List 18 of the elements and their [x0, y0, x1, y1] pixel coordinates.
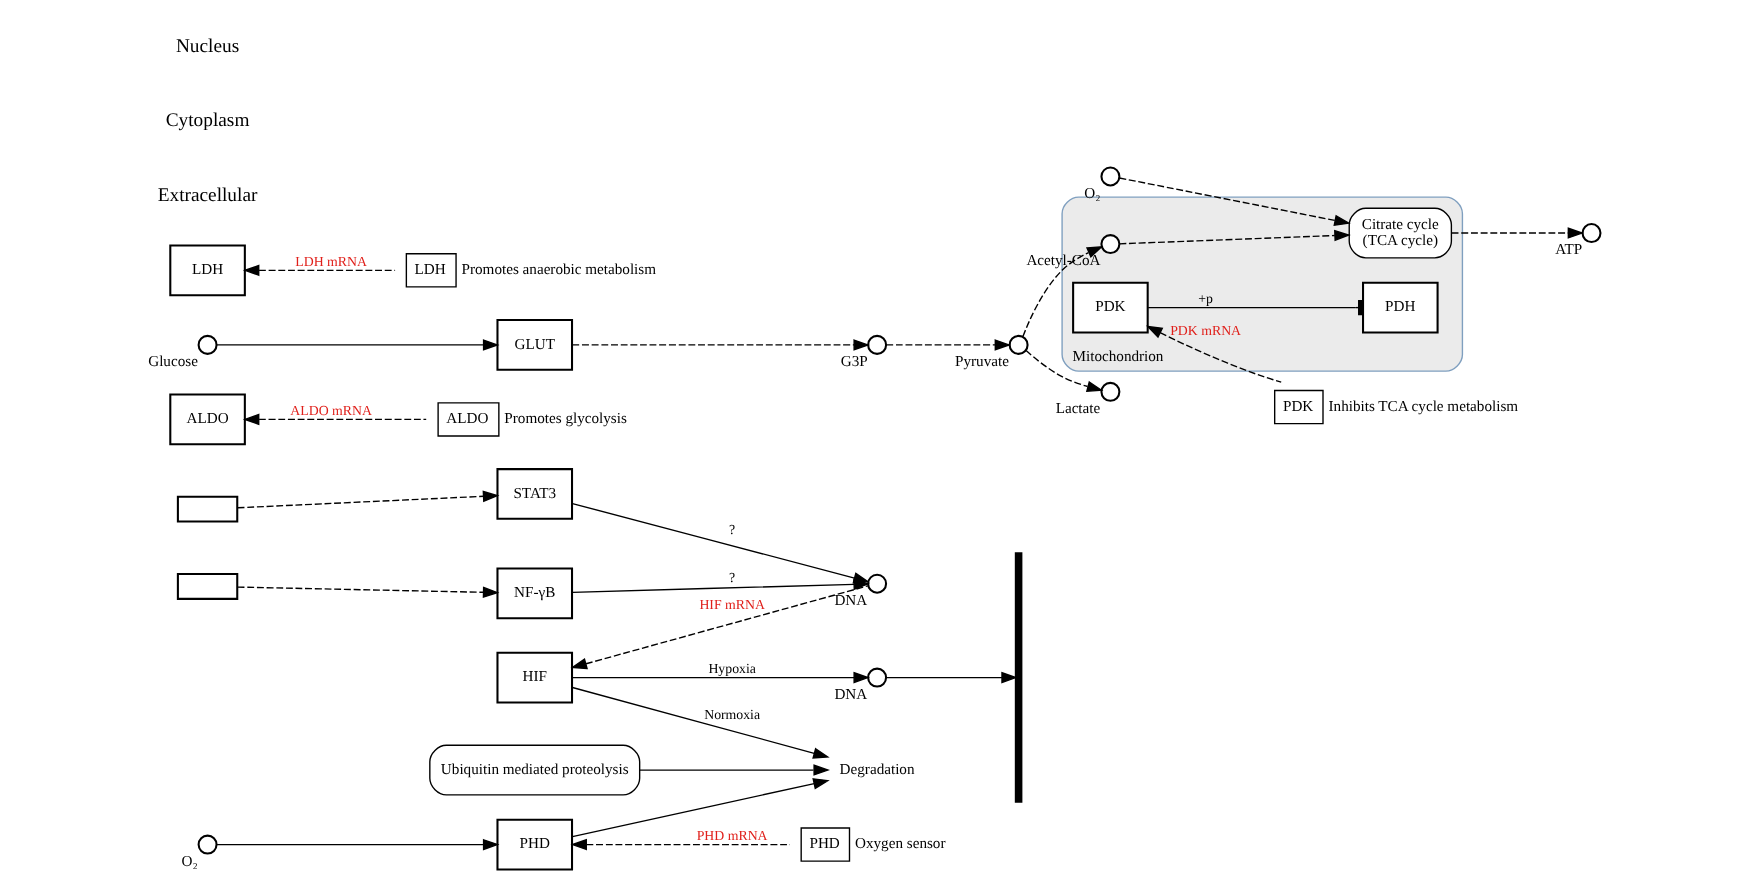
node-label: DNA [834, 684, 868, 703]
node-text: Degradation [839, 759, 915, 778]
node-label: Pyruvate [955, 352, 1009, 370]
node-label: Promotes glycolysis [504, 409, 627, 428]
label: Cytoplasm [165, 110, 250, 133]
node-label: Acetyl-CoA [1026, 251, 1101, 270]
node-label: O₂ [181, 851, 198, 870]
node-label: Glucose [148, 352, 198, 370]
node-label: Lactate [1055, 398, 1101, 417]
node-label: DNA [834, 590, 868, 609]
node-label: O₂ [1084, 183, 1101, 202]
node-label: G3P [840, 352, 868, 370]
node-label: Promotes anaerobic metabolism [461, 260, 657, 279]
node-label: ATP [1555, 240, 1583, 259]
node-label: Inhibits TCA cycle metabolism [1328, 396, 1519, 415]
label: Extracellular [157, 184, 258, 207]
node-label: Oxygen sensor [855, 834, 946, 853]
label: Nucleus [175, 35, 240, 58]
